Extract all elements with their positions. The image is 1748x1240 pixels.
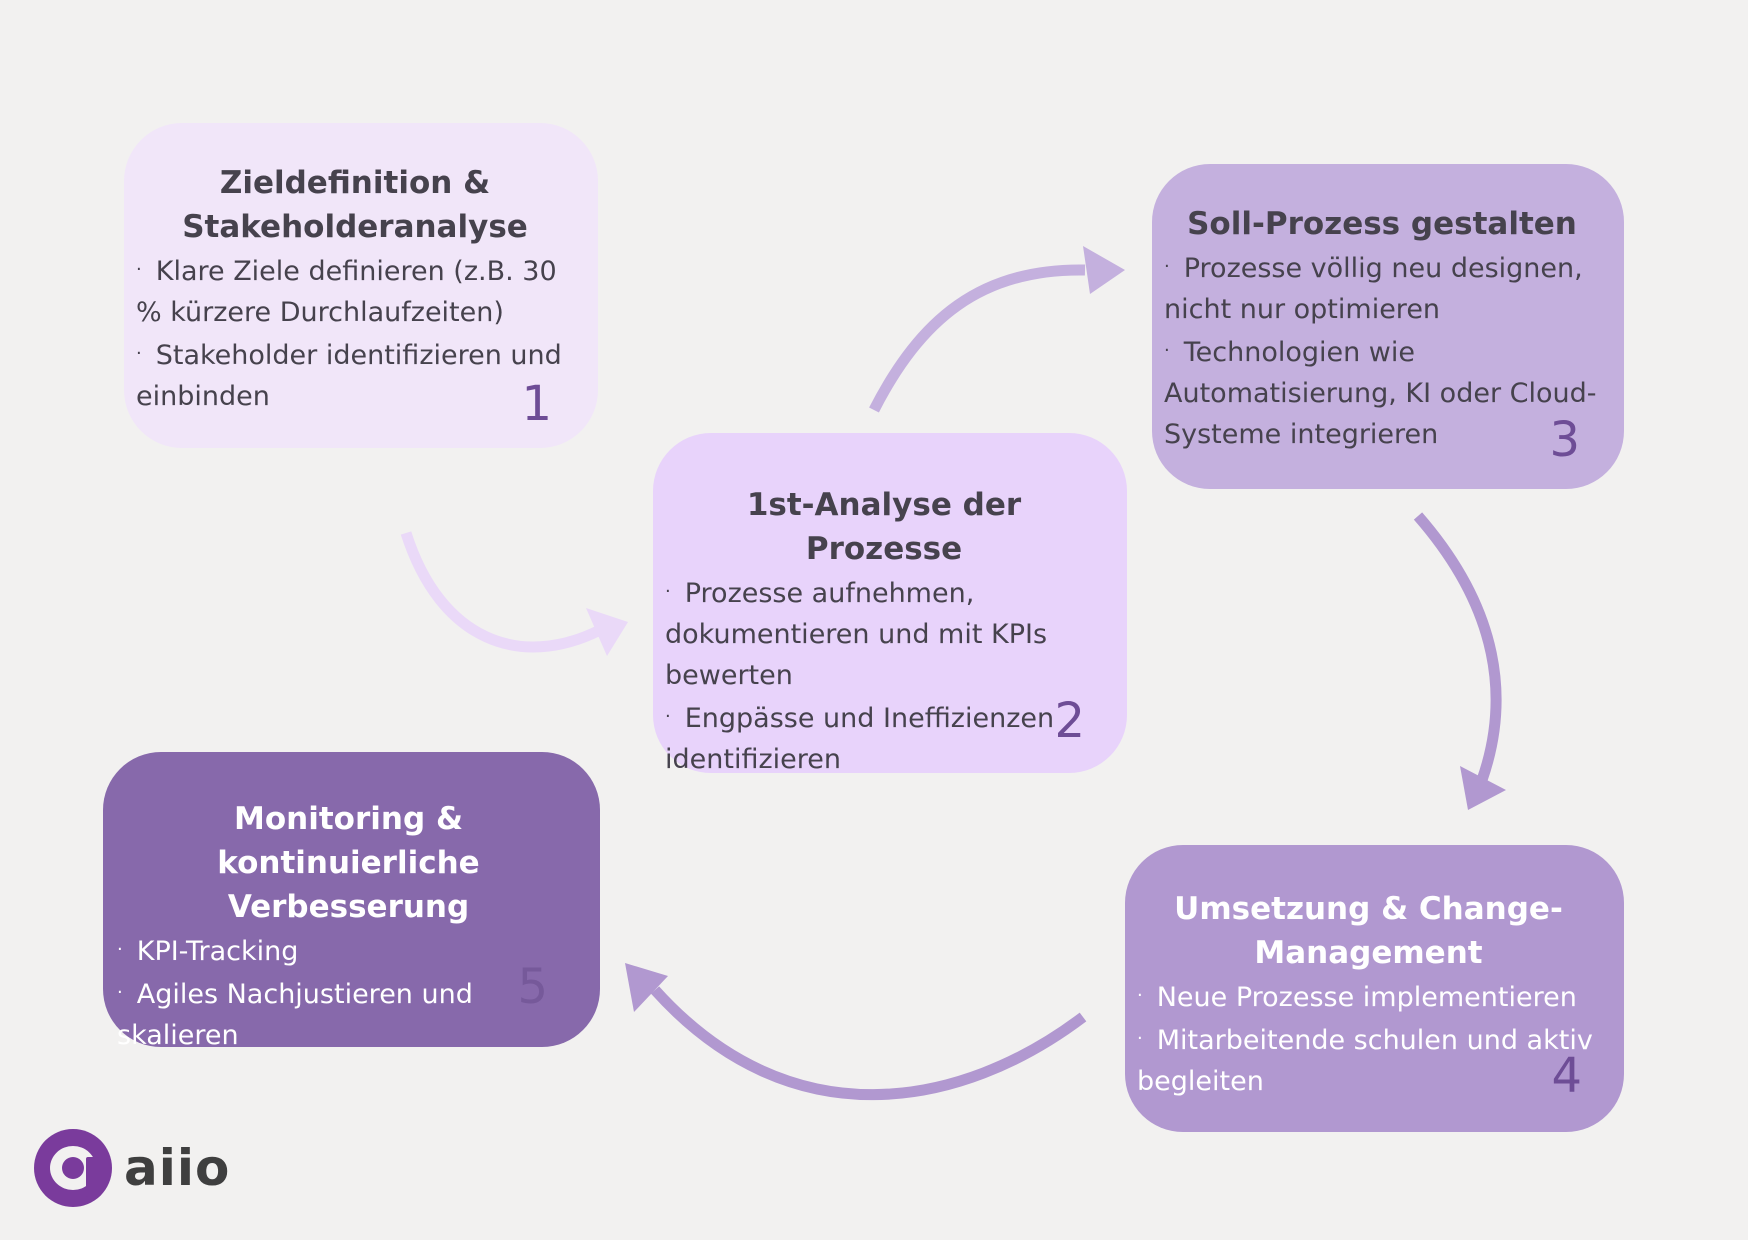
step-card-4: Umsetzung & Change-Management ·Neue Proz…	[1125, 845, 1624, 1132]
step-3-number: 3	[1549, 412, 1580, 468]
step-5-title: Monitoring & kontinuierliche Verbesserun…	[217, 801, 480, 925]
step-2-bullets: ·Prozesse aufnehmen, dokumentieren und m…	[665, 571, 1103, 780]
step-card-5: Monitoring & kontinuierliche Verbesserun…	[103, 752, 600, 1051]
step-4-number: 4	[1551, 1048, 1582, 1104]
step-1-number: 1	[521, 376, 552, 432]
arrow-step3-to-step4	[1413, 512, 1506, 810]
bullet-dot-icon: ·	[117, 939, 123, 960]
bullet-dot-icon: ·	[665, 706, 671, 727]
step-3-title: Soll-Prozess gestalten	[1187, 206, 1577, 242]
bullet-dot-icon: ·	[1137, 1028, 1143, 1049]
step-4-title: Umsetzung & Change-Management	[1174, 891, 1563, 971]
step-1-bullet-2: ·Stakeholder identifizieren und einbinde…	[136, 333, 574, 417]
step-4-bullets: ·Neue Prozesse implementieren ·Mitarbeit…	[1137, 975, 1600, 1102]
bullet-dot-icon: ·	[117, 982, 123, 1003]
bullet-dot-icon: ·	[136, 343, 142, 364]
step-4-bullet-1: ·Neue Prozesse implementieren	[1137, 975, 1600, 1018]
logo-text: aiio	[124, 1139, 231, 1197]
step-card-1: Zieldefinition & Stakeholderanalyse ·Kla…	[124, 123, 598, 448]
step-1-bullet-1: ·Klare Ziele definieren (z.B. 30 % kürze…	[136, 249, 574, 333]
step-2-bullet-2: ·Engpässe und Ineffizienzen identifizier…	[665, 696, 1103, 780]
bullet-dot-icon: ·	[1137, 985, 1143, 1006]
bullet-dot-icon: ·	[1164, 340, 1170, 361]
step-5-bullet-1: ·KPI-Tracking	[117, 929, 580, 972]
step-5-bullet-2: ·Agiles Nachjustieren und skalieren	[117, 972, 580, 1056]
step-2-number: 2	[1054, 693, 1085, 749]
bullet-dot-icon: ·	[665, 581, 671, 602]
aiio-logo-icon	[34, 1129, 112, 1207]
aiio-logo: aiio	[34, 1128, 230, 1208]
step-3-bullet-2: ·Technologien wie Automatisierung, KI od…	[1164, 330, 1600, 455]
step-3-bullets: ·Prozesse völlig neu designen, nicht nur…	[1164, 246, 1600, 455]
step-2-title: 1st-Analyse der Prozesse	[746, 487, 1022, 567]
step-1-bullets: ·Klare Ziele definieren (z.B. 30 % kürze…	[136, 249, 574, 417]
arrow-step1-to-step2	[400, 531, 628, 656]
arrow-step4-to-step5	[625, 963, 1087, 1101]
step-2-bullet-1: ·Prozesse aufnehmen, dokumentieren und m…	[665, 571, 1103, 696]
step-5-number: 5	[517, 959, 548, 1015]
step-4-bullet-2: ·Mitarbeitende schulen und aktiv begleit…	[1137, 1018, 1600, 1102]
arrow-step2-to-step3	[869, 246, 1125, 413]
step-1-title: Zieldefinition & Stakeholderanalyse	[182, 165, 528, 245]
step-3-bullet-1: ·Prozesse völlig neu designen, nicht nur…	[1164, 246, 1600, 330]
step-card-2: 1st-Analyse der Prozesse ·Prozesse aufne…	[653, 433, 1127, 775]
step-5-bullets: ·KPI-Tracking ·Agiles Nachjustieren und …	[117, 929, 580, 1056]
step-card-3: Soll-Prozess gestalten ·Prozesse völlig …	[1152, 164, 1624, 489]
bullet-dot-icon: ·	[1164, 256, 1170, 277]
bullet-dot-icon: ·	[136, 259, 142, 280]
